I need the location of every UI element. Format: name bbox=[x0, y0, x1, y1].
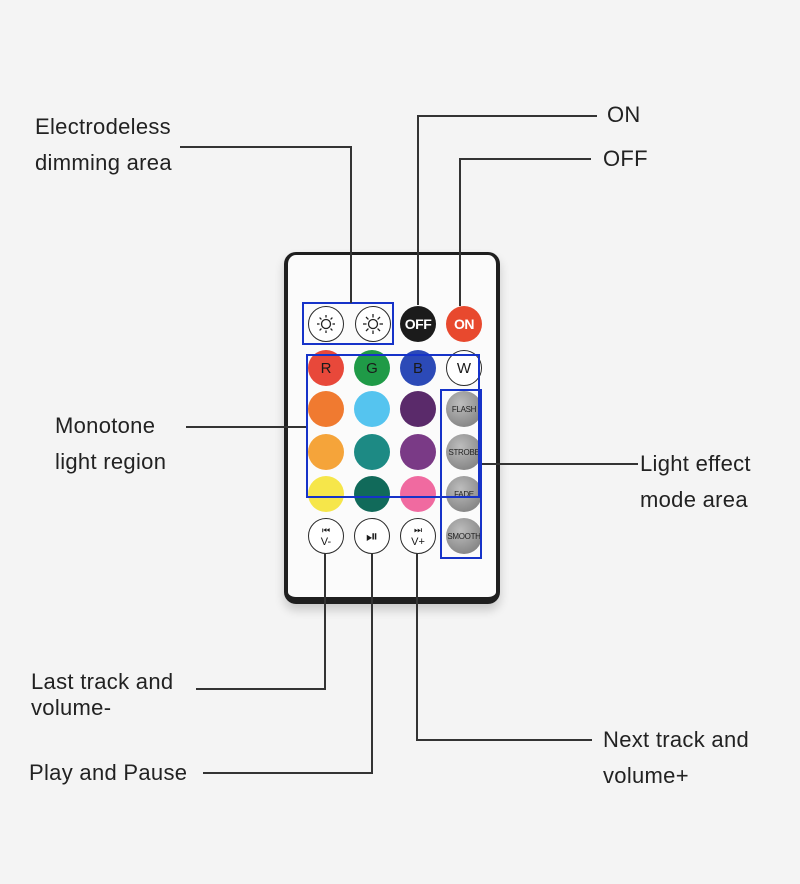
color-button-orange[interactable] bbox=[308, 391, 344, 427]
next-track-button[interactable]: ⏭ V+ bbox=[400, 518, 436, 554]
brightness-up-button[interactable] bbox=[355, 306, 391, 342]
volume-up-label: V+ bbox=[411, 536, 425, 548]
brightness-high-icon bbox=[363, 314, 383, 334]
color-button-sky-blue[interactable] bbox=[354, 391, 390, 427]
leader-line bbox=[203, 772, 373, 774]
leader-line bbox=[371, 553, 373, 773]
label-play-pause: Play and Pause bbox=[29, 760, 188, 785]
leader-line bbox=[180, 146, 351, 148]
label-light-effect-line1: Light effect bbox=[640, 451, 751, 476]
dimming-area-frame bbox=[302, 302, 394, 345]
previous-track-button[interactable]: ⏮ V- bbox=[308, 518, 344, 554]
leader-line bbox=[417, 115, 419, 305]
label-last-track-line2: volume- bbox=[31, 695, 112, 720]
label-next-track: Next track and volume+ bbox=[603, 722, 749, 794]
play-pause-button[interactable]: ⏯ bbox=[354, 518, 390, 554]
label-monotone-line2: light region bbox=[55, 449, 167, 474]
color-button-pink[interactable] bbox=[400, 476, 436, 512]
play-pause-icon: ⏯ bbox=[365, 527, 378, 545]
light-effect-frame bbox=[440, 389, 482, 559]
leader-line bbox=[350, 146, 352, 303]
color-button-yellow[interactable] bbox=[308, 476, 344, 512]
power-on-button[interactable]: ON bbox=[446, 306, 482, 342]
leader-line bbox=[416, 553, 418, 740]
leader-line bbox=[416, 739, 592, 741]
label-last-track-line1: Last track and bbox=[31, 669, 174, 694]
leader-line bbox=[459, 158, 461, 306]
label-last-track: Last track and volume- bbox=[31, 669, 173, 721]
label-electrodeless-line2: dimming area bbox=[35, 150, 172, 175]
green-button[interactable]: G bbox=[354, 350, 390, 386]
label-light-effect-mode: Light effect mode area bbox=[640, 446, 751, 518]
brightness-low-icon bbox=[317, 315, 335, 333]
flash-button[interactable]: FLASH bbox=[446, 391, 482, 427]
brightness-down-button[interactable] bbox=[308, 306, 344, 342]
strobe-button[interactable]: STROBE bbox=[446, 434, 482, 470]
blue-button[interactable]: B bbox=[400, 350, 436, 386]
next-track-icon: ⏭ bbox=[413, 525, 423, 535]
leader-line bbox=[417, 115, 597, 117]
leader-line bbox=[459, 158, 591, 160]
red-button[interactable]: R bbox=[308, 350, 344, 386]
label-monotone-line1: Monotone bbox=[55, 413, 156, 438]
color-button-amber[interactable] bbox=[308, 434, 344, 470]
volume-down-label: V- bbox=[320, 536, 332, 548]
color-button-dark-teal[interactable] bbox=[354, 476, 390, 512]
smooth-button[interactable]: SMOOTH bbox=[446, 518, 482, 554]
monotone-region-frame bbox=[306, 354, 480, 498]
leader-line bbox=[324, 553, 326, 689]
leader-line bbox=[186, 426, 306, 428]
leader-line bbox=[196, 688, 326, 690]
color-button-purple[interactable] bbox=[400, 434, 436, 470]
color-button-teal[interactable] bbox=[354, 434, 390, 470]
label-next-track-line2: volume+ bbox=[603, 763, 689, 788]
label-on: ON bbox=[607, 102, 641, 127]
color-button-dark-purple[interactable] bbox=[400, 391, 436, 427]
white-button[interactable]: W bbox=[446, 350, 482, 386]
label-off: OFF bbox=[603, 146, 648, 171]
label-next-track-line1: Next track and bbox=[603, 727, 750, 752]
label-light-effect-line2: mode area bbox=[640, 487, 748, 512]
leader-line bbox=[482, 463, 638, 465]
fade-button[interactable]: FADE bbox=[446, 476, 482, 512]
label-electrodeless-dimming: Electrodeless dimming area bbox=[35, 109, 172, 181]
power-off-button[interactable]: OFF bbox=[400, 306, 436, 342]
label-monotone-region: Monotone light region bbox=[55, 408, 166, 480]
previous-track-icon: ⏮ bbox=[321, 525, 331, 535]
label-electrodeless-line1: Electrodeless bbox=[35, 114, 171, 139]
